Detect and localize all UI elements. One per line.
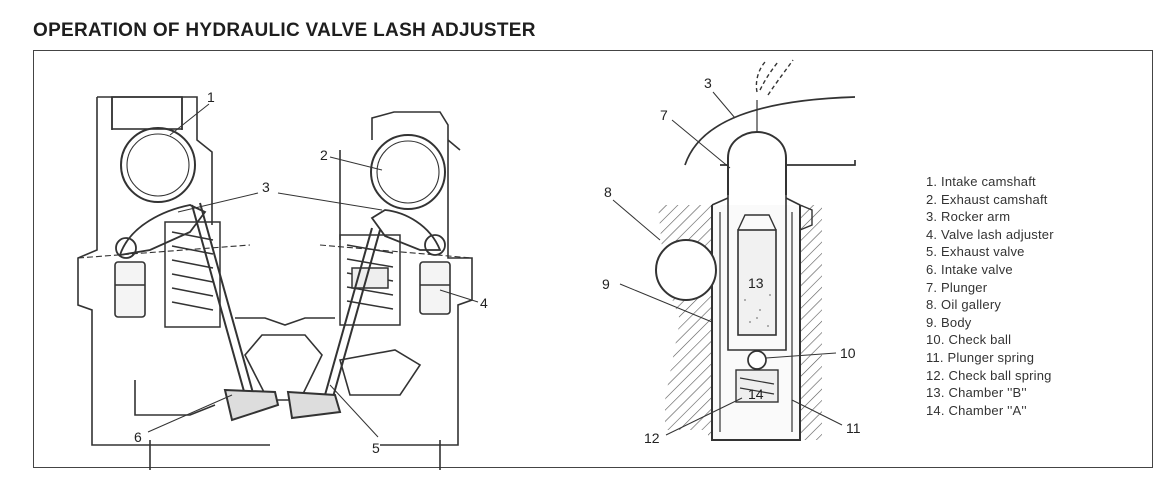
callout-9: 9 <box>602 276 610 292</box>
legend-item: 11. Plunger spring <box>926 349 1035 365</box>
legend-item: 7. Plunger <box>926 279 988 295</box>
legend-item: 9. Body <box>926 314 972 330</box>
valve-lash-adjusters <box>114 261 451 318</box>
figure-frame <box>33 50 1153 468</box>
legend-item: 5. Exhaust valve <box>926 244 1025 260</box>
exhaust-valve <box>286 227 381 420</box>
callout-6: 6 <box>134 429 142 445</box>
callout-4: 4 <box>480 295 488 311</box>
rocker-arms <box>115 204 446 259</box>
lash-adjuster-detail <box>655 59 856 441</box>
callout-1: 1 <box>207 89 215 105</box>
callout-14: 14 <box>748 386 764 402</box>
callout-5: 5 <box>372 440 380 456</box>
legend-item: 2. Exhaust camshaft <box>926 191 1048 207</box>
legend-item: 12. Check ball spring <box>926 367 1052 383</box>
check-ball <box>747 350 767 370</box>
oil-gallery <box>655 239 717 301</box>
right-callout-labels: 3 7 8 9 13 10 14 12 11 <box>602 75 861 446</box>
intake-valve <box>191 202 280 422</box>
callout-7: 7 <box>660 107 668 123</box>
callout-2: 2 <box>320 147 328 163</box>
parts-legend: 1. Intake camshaft 2. Exhaust camshaft 3… <box>926 173 1054 419</box>
legend-item: 4. Valve lash adjuster <box>926 226 1054 242</box>
left-callout-leaders <box>147 103 479 438</box>
page-title: OPERATION OF HYDRAULIC VALVE LASH ADJUST… <box>33 20 536 41</box>
callout-8: 8 <box>604 184 612 200</box>
callout-13: 13 <box>748 275 764 291</box>
legend-item: 3. Rocker arm <box>926 209 1011 225</box>
legend-item: 6. Intake valve <box>926 261 1013 277</box>
legend-item: 10. Check ball <box>926 332 1012 348</box>
legend-item: 13. Chamber ''B'' <box>926 385 1027 401</box>
left-callout-labels: 1 2 3 4 5 6 <box>134 89 488 456</box>
legend-item: 14. Chamber ''A'' <box>926 402 1027 418</box>
legend-item: 1. Intake camshaft <box>926 174 1036 189</box>
callout-11: 11 <box>846 420 861 436</box>
callout-10: 10 <box>840 345 856 361</box>
legend-item: 8. Oil gallery <box>926 297 1002 313</box>
callout-12: 12 <box>644 430 660 446</box>
exhaust-camshaft <box>370 134 446 210</box>
callout-3-right: 3 <box>704 75 712 91</box>
chamber-b-speckle <box>744 294 771 327</box>
cylinder-head-diagram <box>77 96 473 470</box>
intake-camshaft <box>120 127 196 203</box>
callout-3-left: 3 <box>262 179 270 195</box>
right-callout-leaders <box>612 91 843 436</box>
